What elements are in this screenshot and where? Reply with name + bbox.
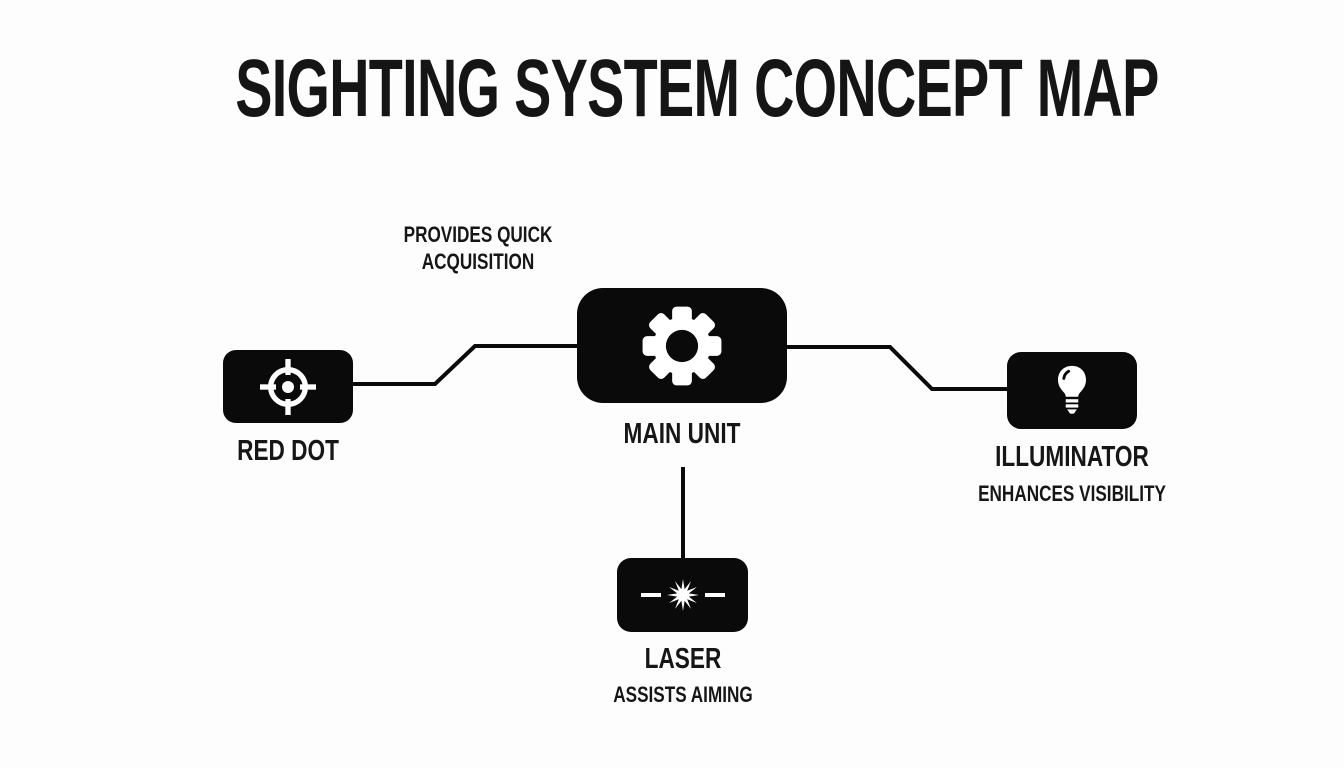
node-annotation-illuminator: ENHANCES VISIBILITY bbox=[978, 481, 1166, 506]
node-label-laser: LASER bbox=[644, 643, 722, 675]
edge-annotation-provides-quick-acquisition: PROVIDES QUICK ACQUISITION bbox=[403, 222, 553, 274]
node-illuminator bbox=[1007, 352, 1137, 429]
crosshair-icon bbox=[256, 355, 320, 419]
node-red-dot bbox=[223, 350, 353, 423]
gear-icon bbox=[639, 303, 725, 389]
node-annotation-laser: ASSISTS AIMING bbox=[613, 682, 753, 707]
page-title: SIGHTING SYSTEM CONCEPT MAP bbox=[235, 43, 1159, 134]
node-label-illuminator: ILLUMINATOR bbox=[995, 441, 1149, 473]
node-laser bbox=[617, 558, 748, 632]
node-main-unit bbox=[577, 288, 787, 403]
edge-red-dot-to-main-unit bbox=[353, 344, 577, 386]
node-label-main-unit: MAIN UNIT bbox=[623, 418, 741, 450]
lightbulb-icon bbox=[1052, 364, 1092, 418]
laser-burst-icon bbox=[640, 573, 725, 617]
edge-main-unit-to-illuminator bbox=[787, 345, 1007, 391]
node-label-red-dot: RED DOT bbox=[237, 435, 339, 467]
